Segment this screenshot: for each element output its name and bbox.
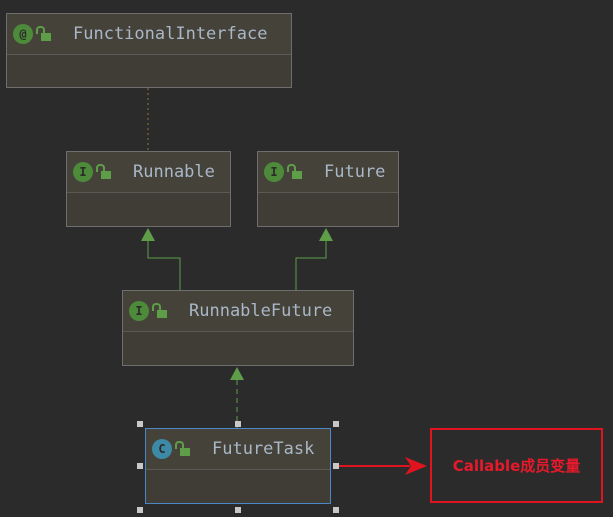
lock-icon xyxy=(36,26,51,41)
node-name: FunctionalInterface xyxy=(73,24,268,44)
annotation-icon: @ xyxy=(13,24,33,44)
resize-handle[interactable] xyxy=(333,507,339,513)
resize-handle[interactable] xyxy=(235,421,241,427)
resize-handle[interactable] xyxy=(235,507,241,513)
interface-icon: I xyxy=(73,162,93,182)
node-name: Future xyxy=(324,162,386,182)
red-arrowhead xyxy=(405,457,427,475)
node-future-task[interactable]: C FutureTask xyxy=(145,428,331,504)
resize-handle[interactable] xyxy=(137,421,143,427)
extends-edge-runnable xyxy=(147,240,181,290)
node-name: RunnableFuture xyxy=(189,301,333,321)
lock-icon xyxy=(152,303,167,318)
interface-icon: I xyxy=(129,301,149,321)
callable-annotation-box: Callable成员变量 xyxy=(430,428,603,503)
arrowhead xyxy=(319,228,333,241)
arrowhead xyxy=(230,367,244,380)
annotation-text: Callable成员变量 xyxy=(452,457,581,475)
node-runnable-future[interactable]: I RunnableFuture xyxy=(122,290,354,366)
interface-icon: I xyxy=(264,162,284,182)
resize-handle[interactable] xyxy=(333,421,339,427)
extends-edge-future xyxy=(295,240,327,290)
resize-handle[interactable] xyxy=(333,463,339,469)
resize-handle[interactable] xyxy=(137,507,143,513)
node-future[interactable]: I Future xyxy=(257,151,399,227)
lock-icon xyxy=(287,164,302,179)
arrowhead xyxy=(141,228,155,241)
node-name: FutureTask xyxy=(212,439,315,459)
class-icon: C xyxy=(152,439,172,459)
resize-handle[interactable] xyxy=(137,463,143,469)
node-functional-interface[interactable]: @ FunctionalInterface xyxy=(6,13,292,88)
node-runnable[interactable]: I Runnable xyxy=(66,151,231,227)
lock-icon xyxy=(96,164,111,179)
node-name: Runnable xyxy=(133,162,215,182)
lock-icon xyxy=(175,441,190,456)
